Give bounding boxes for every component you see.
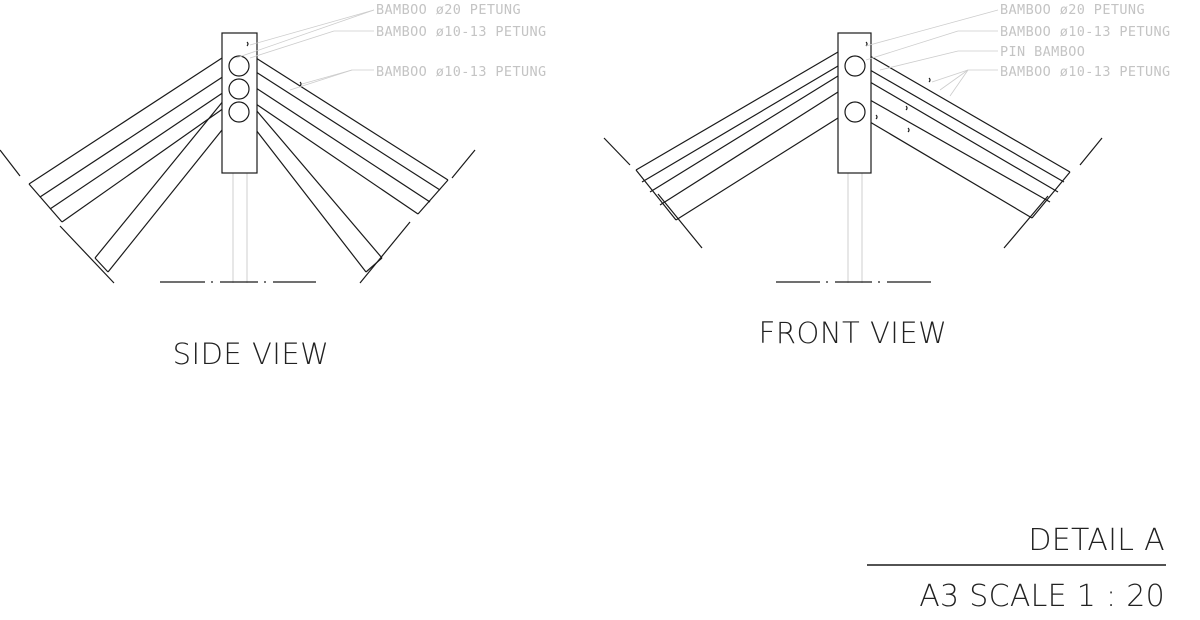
side-bamboo-section-3 <box>228 101 250 123</box>
side-view-drawing <box>0 9 476 284</box>
front-right-cut-mark-a <box>1079 137 1103 166</box>
front-pin-mark-2 <box>928 77 931 83</box>
front-bamboo-section-2 <box>844 101 866 123</box>
front-pin-mark-4 <box>907 127 910 133</box>
side-annotation-2: BAMBOO ø10-13 PETUNG <box>376 24 547 40</box>
detail-label: DETAIL A <box>1028 523 1165 558</box>
scale-label: A3 SCALE 1 : 20 <box>919 579 1165 614</box>
side-right-cut-mark-a <box>451 149 476 179</box>
front-annotation-2: BAMBOO ø10-13 PETUNG <box>1000 24 1171 40</box>
front-right-cut-mark-b <box>1003 195 1049 249</box>
front-annotation-4: BAMBOO ø10-13 PETUNG <box>1000 64 1171 80</box>
side-view-title: SIDE VIEW <box>173 337 330 371</box>
side-bamboo-section-2 <box>228 78 250 100</box>
side-leaders <box>235 9 375 91</box>
side-pin-mark-1 <box>246 41 249 47</box>
side-annotation-3: BAMBOO ø10-13 PETUNG <box>376 64 547 80</box>
side-right-upper-members <box>255 57 449 215</box>
side-left-cut-mark-b <box>59 225 115 284</box>
side-pin-mark-2 <box>299 81 302 87</box>
front-annotation-1: BAMBOO ø20 PETUNG <box>1000 2 1145 18</box>
side-right-lower-members <box>255 109 383 273</box>
side-left-upper-members <box>28 57 225 223</box>
front-view-drawing <box>603 9 1103 283</box>
front-pin-mark-3 <box>905 105 908 111</box>
title-block: DETAIL A A3 SCALE 1 : 20 <box>867 523 1166 614</box>
side-annotation-1: BAMBOO ø20 PETUNG <box>376 2 521 18</box>
side-left-lower-members <box>94 99 227 273</box>
front-leaders <box>865 9 999 97</box>
front-left-cut-mark-a <box>603 137 631 166</box>
front-pin-mark-5 <box>875 114 878 120</box>
front-right-members <box>869 55 1071 219</box>
front-annotation-3: PIN BAMBOO <box>1000 44 1085 60</box>
front-view-title: FRONT VIEW <box>759 316 948 350</box>
front-left-members <box>635 51 839 221</box>
side-left-cut-mark-a <box>0 149 21 177</box>
front-bamboo-section-1 <box>844 55 866 77</box>
front-left-cut-mark-b <box>657 193 703 249</box>
side-right-cut-mark-b <box>359 221 411 284</box>
side-bamboo-section-1 <box>228 55 250 77</box>
